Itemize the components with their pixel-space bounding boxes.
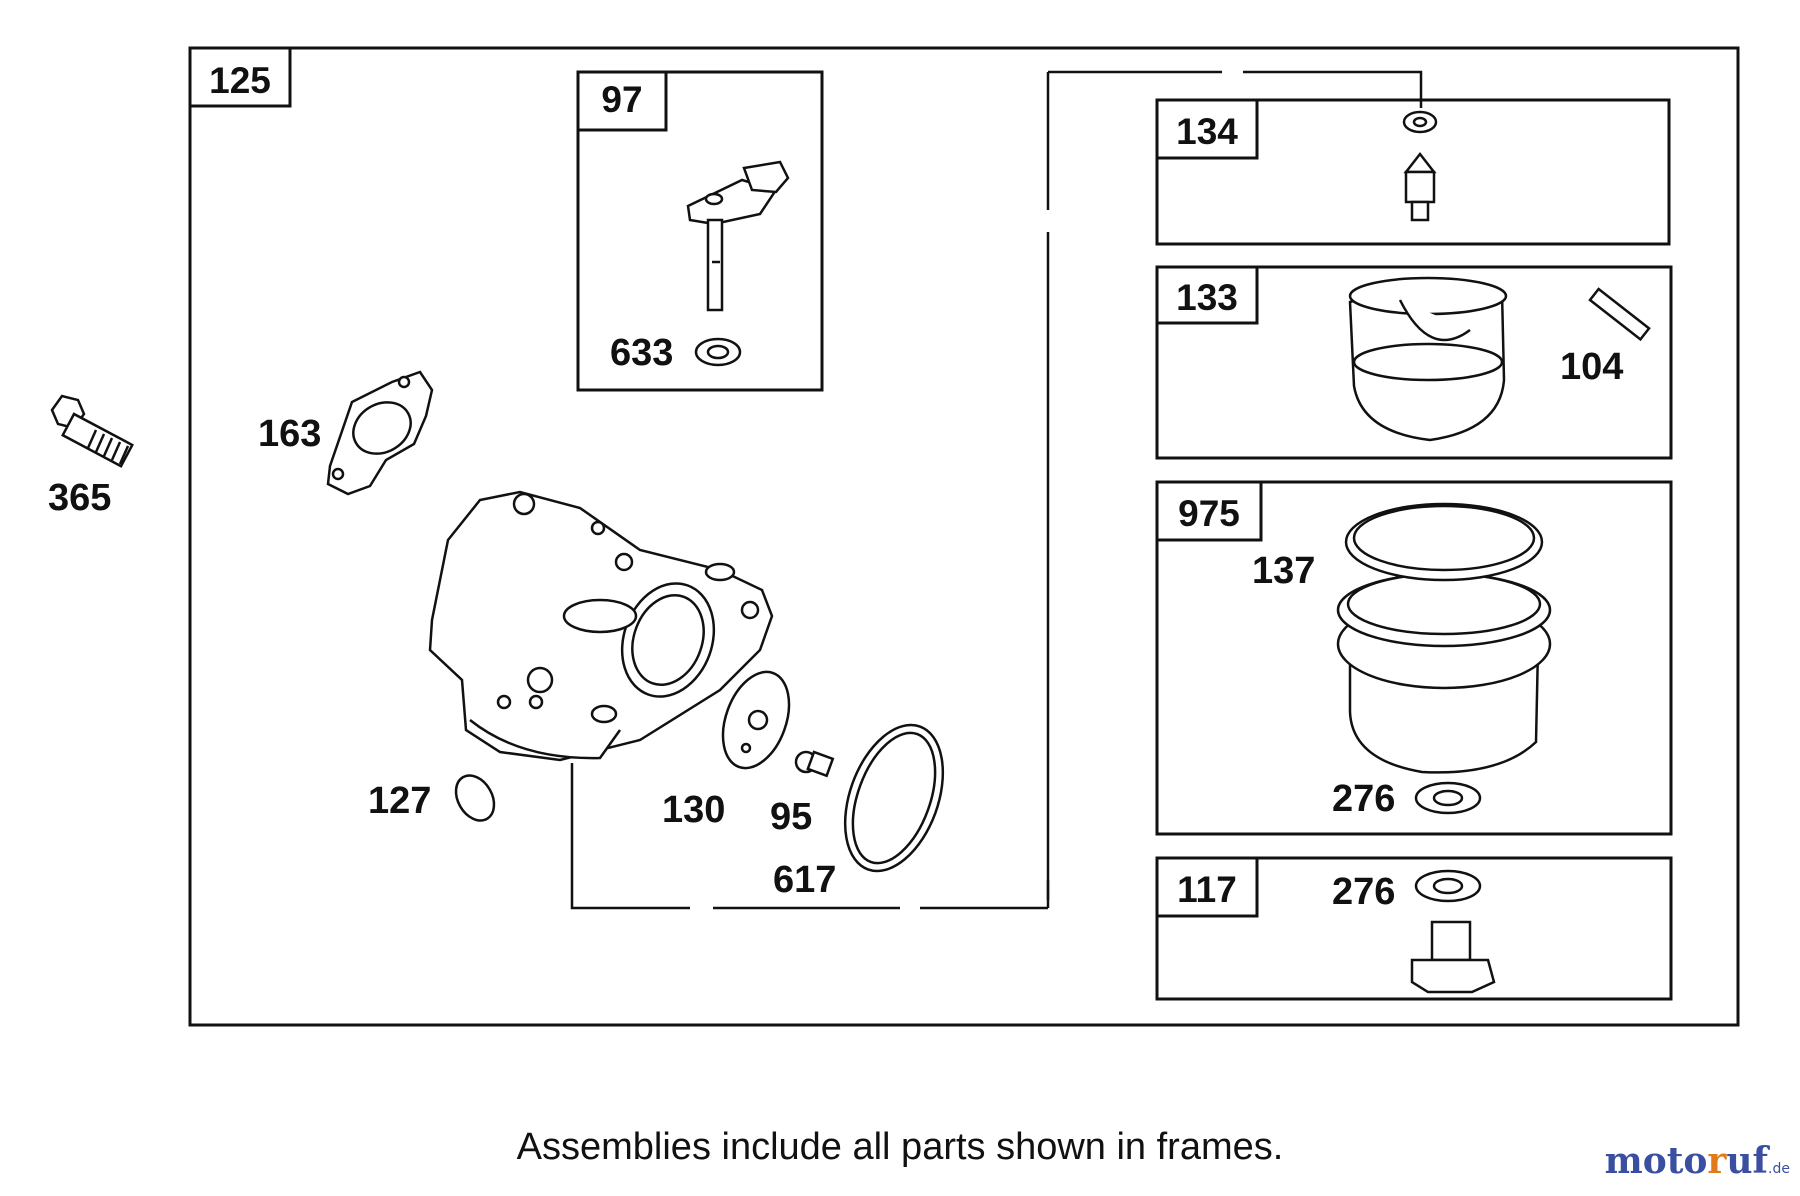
frame-133 — [1155, 265, 1673, 460]
gasket-163-icon — [326, 370, 434, 496]
frame-97-tag: 97 — [601, 79, 642, 120]
oring-617-icon — [843, 723, 945, 873]
screw-95-icon — [794, 750, 835, 778]
frame-125-tag: 125 — [209, 60, 271, 101]
callout-95: 95 — [770, 796, 812, 838]
frame-134-tag-box — [1155, 98, 1259, 160]
washer-276-bowl-icon — [1414, 781, 1482, 815]
choke-lever-97-icon — [686, 160, 790, 312]
frame-97 — [576, 70, 824, 392]
frame-117-tag: 117 — [1177, 869, 1237, 910]
caption: Assemblies include all parts shown in fr… — [516, 1126, 1284, 1168]
frame-134 — [1155, 98, 1671, 246]
disc-130-icon — [721, 670, 791, 770]
carburetor-body-icon — [428, 490, 774, 762]
callout-127: 127 — [368, 780, 431, 822]
callout-365: 365 — [48, 477, 111, 519]
washer-276-nut-icon — [1414, 869, 1482, 903]
connector-lines — [570, 70, 1423, 910]
frame-133-tag: 133 — [1176, 277, 1238, 318]
frame-97-tag-box — [576, 70, 668, 132]
nut-117-icon — [1410, 920, 1496, 994]
callout-276-nut: 276 — [1332, 871, 1395, 913]
plug-127-icon — [454, 774, 496, 822]
frame-975-tag-box — [1155, 480, 1263, 542]
callout-163: 163 — [258, 413, 321, 455]
frame-975 — [1155, 480, 1673, 836]
callout-633: 633 — [610, 332, 673, 374]
frame-117-tag-box — [1155, 856, 1259, 918]
frame-975-tag: 975 — [1178, 493, 1240, 534]
frame-133-tag-box — [1155, 265, 1259, 325]
callout-130: 130 — [662, 789, 725, 831]
frame-125-tag-box — [188, 46, 292, 108]
callout-617: 617 — [773, 859, 836, 901]
frame-117 — [1155, 856, 1673, 1001]
callout-276-bowl: 276 — [1332, 778, 1395, 820]
float-133-icon — [1348, 276, 1651, 442]
bowl-975-icon — [1336, 502, 1552, 774]
callout-137: 137 — [1252, 550, 1315, 592]
frame-134-tag: 134 — [1176, 111, 1238, 152]
washer-633-icon — [694, 337, 742, 367]
callout-104: 104 — [1560, 346, 1623, 388]
needle-134-icon — [1402, 110, 1438, 222]
watermark-logo: motoruf.de — [1604, 1140, 1790, 1182]
bolt-365-icon — [50, 394, 134, 468]
frame-125 — [188, 46, 1740, 1027]
